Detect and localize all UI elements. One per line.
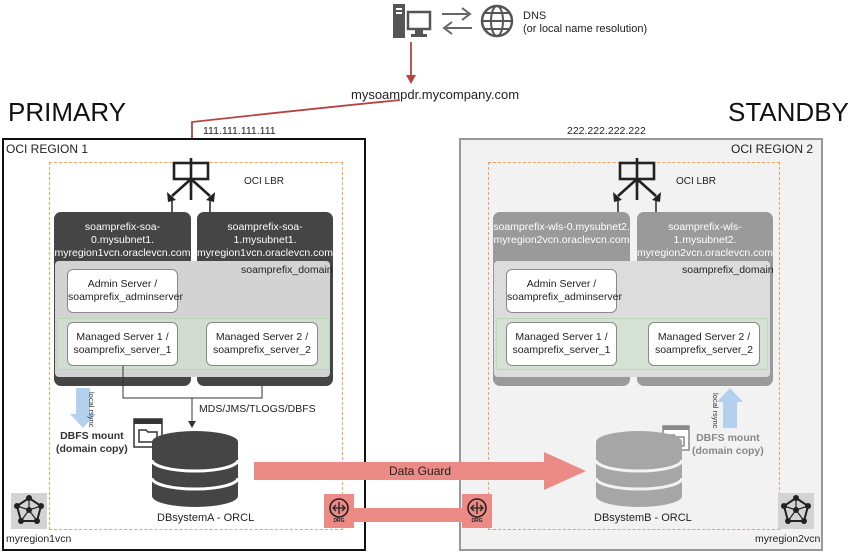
- primary-region-label: OCI REGION 1: [6, 142, 89, 156]
- standby-ms1-line1: Managed Server 1 /: [515, 331, 608, 343]
- primary-title: PRIMARY: [8, 97, 126, 127]
- primary-rsync-arrow: [70, 388, 96, 428]
- standby-domain-label: soamprefix_domain: [682, 264, 774, 276]
- primary-domain-label: soamprefix_domain: [241, 264, 333, 276]
- primary-vcn-label: myregion1vcn: [6, 533, 72, 545]
- standby-region-label: OCI REGION 2: [731, 142, 814, 156]
- standby-host-1-line2: myregion2vcn.oraclevcn.com: [493, 234, 630, 246]
- client-computer-icon: [392, 3, 432, 39]
- standby-vcn-icon: [778, 493, 814, 529]
- primary-admin-line1: Admin Server /: [87, 278, 158, 290]
- standby-host-1-line1: soamprefix-wls-0.mysubnet2.: [493, 221, 630, 233]
- standby-rsync-label: local rsync: [711, 393, 720, 429]
- standby-dbfs-line1: DBFS mount: [696, 432, 760, 444]
- primary-dbfs-line2: (domain copy): [56, 443, 128, 455]
- standby-drg-icon: DRG: [462, 494, 492, 528]
- standby-rsync-arrow: [717, 388, 743, 428]
- primary-database-icon: [150, 430, 240, 508]
- primary-drg-icon: DRG: [324, 494, 354, 528]
- standby-host-2-line2: myregion2vcn.oraclevcn.com: [637, 247, 773, 259]
- standby-drg-text: DRG: [471, 518, 483, 524]
- standby-database-icon: [594, 430, 684, 508]
- dns-label: DNS: [523, 10, 547, 22]
- standby-ip: 222.222.222.222: [567, 125, 646, 137]
- primary-dbfs-line1: DBFS mount: [60, 430, 124, 442]
- site-hostname: mysoampdr.mycompany.com: [351, 87, 520, 102]
- standby-managed-server-1: Managed Server 1 / soamprefix_server_1: [506, 322, 617, 366]
- primary-host-2-line2: myregion1vcn.oraclevcn.com: [197, 247, 333, 259]
- dns-sublabel: (or local name resolution): [523, 23, 648, 35]
- primary-vcn-icon: [11, 493, 47, 529]
- primary-managed-server-2: Managed Server 2 / soamprefix_server_2: [206, 322, 318, 366]
- standby-ms2-line1: Managed Server 2 /: [657, 331, 751, 343]
- primary-storage-label: MDS/JMS/TLOGS/DBFS: [199, 403, 316, 415]
- standby-admin-line2: soamprefix_adminserver: [507, 291, 622, 303]
- standby-dbfs-label: DBFS mount (domain copy): [692, 432, 764, 458]
- primary-host-2-line1: soamprefix-soa-1.mysubnet1.: [227, 221, 303, 246]
- primary-lbr-label: OCI LBR: [244, 176, 285, 187]
- primary-db-label: DBsystemA - ORCL: [157, 512, 255, 524]
- primary-ip: 111.111.111.111: [203, 125, 276, 137]
- standby-admin-server: Admin Server / soamprefix_adminserver: [506, 269, 622, 313]
- primary-drg-text: DRG: [333, 518, 345, 524]
- primary-ms2-line2: soamprefix_server_2: [212, 344, 312, 356]
- primary-admin-line2: soamprefix_adminserver: [68, 291, 183, 303]
- exchange-arrows-icon: [440, 6, 474, 36]
- standby-load-balancer-icon: [612, 158, 662, 208]
- standby-admin-line1: Admin Server /: [526, 278, 597, 290]
- dns-globe-icon: [480, 4, 514, 38]
- primary-ms1-line1: Managed Server 1 /: [76, 331, 169, 343]
- primary-dbfs-label: DBFS mount (domain copy): [56, 430, 128, 456]
- primary-rsync-label: local rsync: [87, 392, 96, 428]
- standby-title: STANDBY: [728, 97, 849, 127]
- standby-host-2-line1: soamprefix-wls-1.mysubnet2.: [668, 221, 742, 246]
- primary-host-1-line1: soamprefix-soa-0.mysubnet1.: [84, 221, 161, 246]
- standby-managed-server-2: Managed Server 2 / soamprefix_server_2: [648, 322, 760, 366]
- data-guard-label: Data Guard: [389, 464, 452, 478]
- standby-dbfs-line2: (domain copy): [692, 445, 764, 457]
- primary-ms1-line2: soamprefix_server_1: [73, 344, 172, 356]
- primary-ms2-line1: Managed Server 2 /: [215, 331, 309, 343]
- primary-managed-server-1: Managed Server 1 / soamprefix_server_1: [67, 322, 178, 366]
- standby-ms1-line2: soamprefix_server_1: [512, 344, 611, 356]
- primary-admin-server: Admin Server / soamprefix_adminserver: [67, 269, 183, 313]
- standby-db-label: DBsystemB - ORCL: [594, 512, 692, 524]
- standby-ms2-line2: soamprefix_server_2: [654, 344, 754, 356]
- primary-load-balancer-icon: [166, 158, 216, 208]
- standby-vcn-label: myregion2vcn: [755, 533, 821, 545]
- standby-lbr-label: OCI LBR: [676, 176, 717, 187]
- primary-host-1-line2: myregion1vcn.oraclevcn.com: [54, 247, 191, 259]
